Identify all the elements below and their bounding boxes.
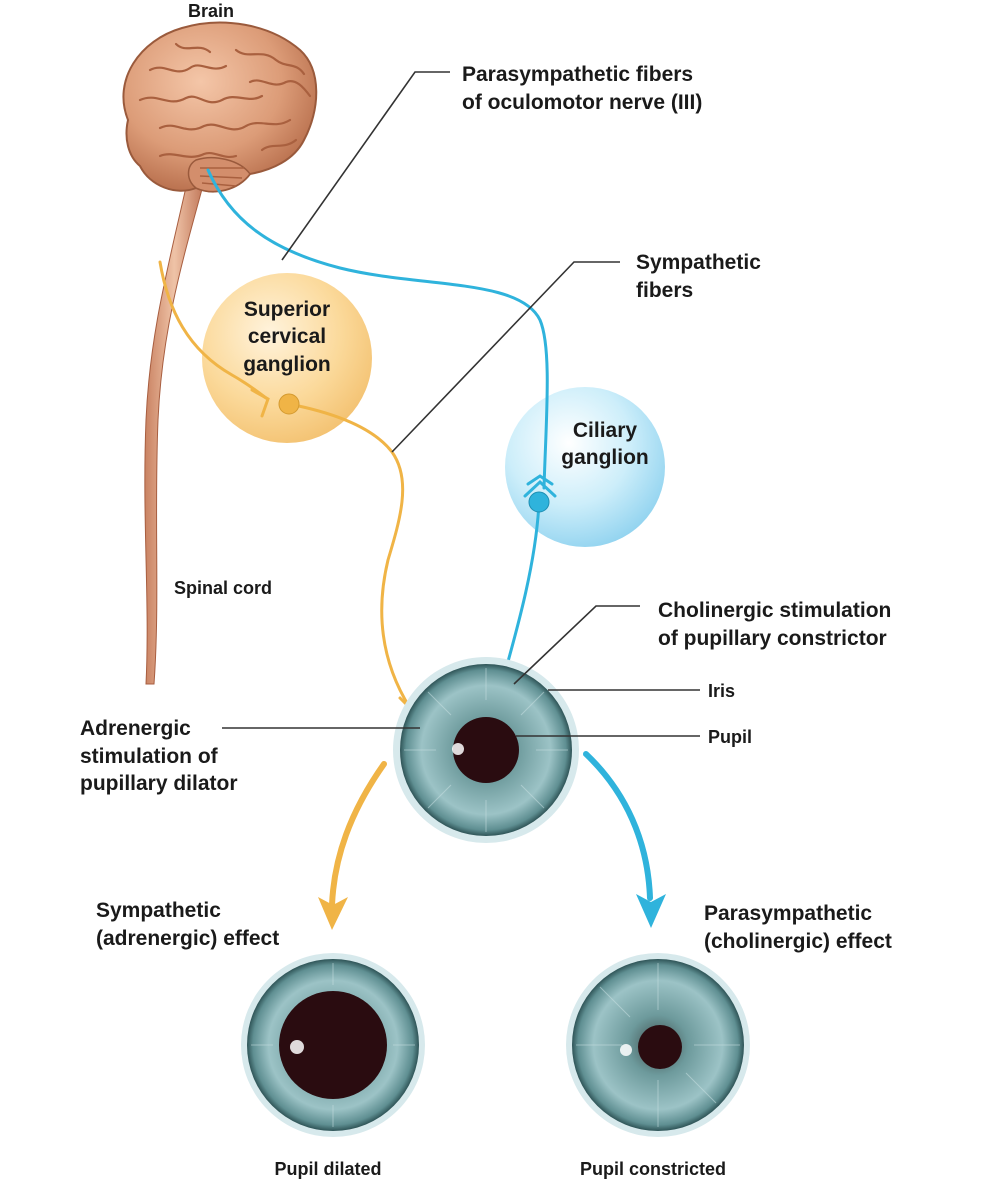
parasympathetic-fibers-line-2: of oculomotor nerve (III)	[462, 90, 703, 114]
pupil-label: Pupil	[708, 727, 752, 747]
superior-cervical-ganglion-line-2: cervical	[247, 325, 327, 349]
parasympathetic-neuron-body	[528, 491, 550, 513]
sympathetic-effect-line-2: (adrenergic) effect	[96, 926, 280, 950]
superior-cervical-ganglion-line-3: ganglion	[243, 352, 331, 376]
pupil-constricted-label: Pupil constricted	[579, 1159, 727, 1179]
sympathetic-fibers-line-1: Sympathetic	[636, 251, 761, 274]
parasympathetic-arrowhead	[636, 894, 666, 928]
sympathetic-neuron-body	[278, 393, 300, 415]
adrenergic-stimulation-line-1: Adrenergic	[80, 717, 191, 740]
constricted-eye-illustration	[566, 953, 750, 1137]
spinal-cord	[144, 177, 205, 685]
iris-label: Iris	[708, 681, 736, 701]
sympathetic-fibers-label: Sympathetic fibers	[636, 249, 761, 304]
parasympathetic-fibers-label: Parasympathetic fibers of oculomotor ner…	[462, 61, 702, 116]
sympathetic-fibers-line-2: fibers	[636, 278, 694, 302]
ciliary-ganglion-line-2: ganglion	[561, 446, 649, 470]
parasympathetic-effect-line-1: Parasympathetic	[704, 902, 873, 925]
brain-illustration	[122, 21, 318, 193]
adrenergic-stimulation-label: Adrenergic stimulation of pupillary dila…	[80, 715, 238, 798]
adrenergic-stimulation-line-2: stimulation of	[80, 744, 218, 768]
ciliary-ganglion-line-1: Ciliary	[572, 419, 638, 442]
spinal-cord-label: Spinal cord	[174, 578, 273, 598]
adrenergic-stimulation-line-3: pupillary dilator	[80, 772, 238, 796]
pupil-dilated-label: Pupil dilated	[274, 1159, 382, 1179]
sympathetic-effect-label: Sympathetic (adrenergic) effect	[96, 897, 279, 952]
ciliary-ganglion-label: Ciliary ganglion	[530, 417, 680, 472]
eye-illustration	[393, 657, 579, 843]
cholinergic-stimulation-line-2: of pupillary constrictor	[658, 626, 887, 650]
cholinergic-stimulation-label: Cholinergic stimulation of pupillary con…	[658, 597, 891, 652]
parasympathetic-effect-label: Parasympathetic (cholinergic) effect	[704, 900, 892, 955]
parasympathetic-fibers-line-1: Parasympathetic fibers	[462, 63, 694, 86]
cholinergic-stimulation-line-1: Cholinergic stimulation	[658, 599, 892, 622]
sympathetic-arrowhead	[318, 897, 348, 930]
sympathetic-effect-line-1: Sympathetic	[96, 899, 221, 922]
superior-cervical-ganglion	[202, 273, 372, 443]
superior-cervical-ganglion-line-1: Superior	[243, 298, 331, 321]
superior-cervical-ganglion-label: Superior cervical ganglion	[212, 296, 362, 378]
sympathetic-effect-arrow	[329, 761, 387, 908]
dilated-eye-illustration	[241, 953, 425, 1137]
parasympathetic-effect-line-2: (cholinergic) effect	[704, 929, 892, 953]
brain-label: Brain	[187, 1, 234, 21]
parasympathetic-effect-arrow	[583, 751, 653, 901]
leader-lines	[222, 71, 700, 737]
